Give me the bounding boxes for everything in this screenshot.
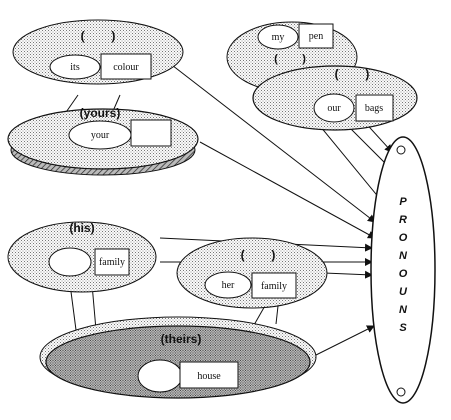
group-yours-tag: (yours) — [80, 106, 121, 120]
pronouns-letter: O — [399, 232, 408, 244]
group-her-noun: family — [261, 281, 287, 292]
group-yours: (yours) your — [7, 106, 199, 176]
pronouns-letter: N — [399, 304, 408, 316]
group-theirs-tag: (theirs) — [161, 332, 202, 346]
group-our-tag: ( ) — [335, 67, 370, 81]
arrow-theirs — [309, 325, 375, 359]
group-its-tag: ( ) — [81, 29, 116, 43]
group-his-noun: family — [99, 257, 125, 268]
group-his-word-bubble — [48, 247, 92, 277]
group-her-noun-box — [251, 272, 297, 299]
group-our: ( ) our bags — [252, 65, 418, 131]
group-our-noun: bags — [365, 103, 383, 114]
pronouns-bottom-dot — [396, 387, 406, 397]
group-her: ( ) her family — [176, 237, 328, 309]
group-his-noun-box — [94, 248, 130, 276]
group-its-word: its — [70, 62, 80, 73]
group-her-word-bubble — [204, 271, 252, 299]
group-his: (his) family — [7, 221, 157, 293]
group-my-word-bubble — [257, 24, 299, 50]
group-her-word: her — [222, 280, 235, 291]
group-our-word: our — [327, 103, 341, 114]
group-her-tag: ( ) — [241, 248, 276, 262]
group-its-noun: colour — [113, 62, 139, 73]
group-our-noun-box — [355, 94, 394, 122]
pronouns-letter: U — [399, 286, 408, 298]
pronouns-letter: P — [399, 196, 407, 208]
group-theirs-noun-box — [179, 361, 239, 389]
pronouns-letter: O — [399, 268, 408, 280]
arrow-our-1 — [344, 122, 391, 169]
group-my-word: my — [272, 32, 285, 43]
arrow-yours — [199, 141, 376, 239]
arrow-our-2 — [319, 125, 386, 206]
group-theirs-noun: house — [197, 371, 221, 382]
group-our-word-bubble — [313, 93, 355, 123]
group-its: ( ) its colour — [12, 19, 184, 85]
group-my-tag: ( ) — [274, 53, 306, 65]
group-yours-word: your — [91, 130, 110, 141]
group-my-noun: pen — [309, 31, 323, 42]
group-yours-noun-box — [130, 119, 172, 147]
group-his-tag: (his) — [69, 221, 94, 235]
group-my-noun-box — [298, 23, 334, 49]
group-its-noun-box — [100, 53, 152, 80]
group-theirs: (theirs) house — [39, 316, 317, 399]
group-theirs-word-bubble — [137, 359, 183, 393]
group-its-word-bubble — [49, 54, 101, 80]
pronouns-top-dot — [396, 145, 406, 155]
pronouns-letter: S — [399, 322, 407, 334]
pronouns-letter: N — [399, 250, 408, 262]
pronouns-letter: R — [399, 214, 407, 226]
arrow-colour — [167, 61, 376, 223]
